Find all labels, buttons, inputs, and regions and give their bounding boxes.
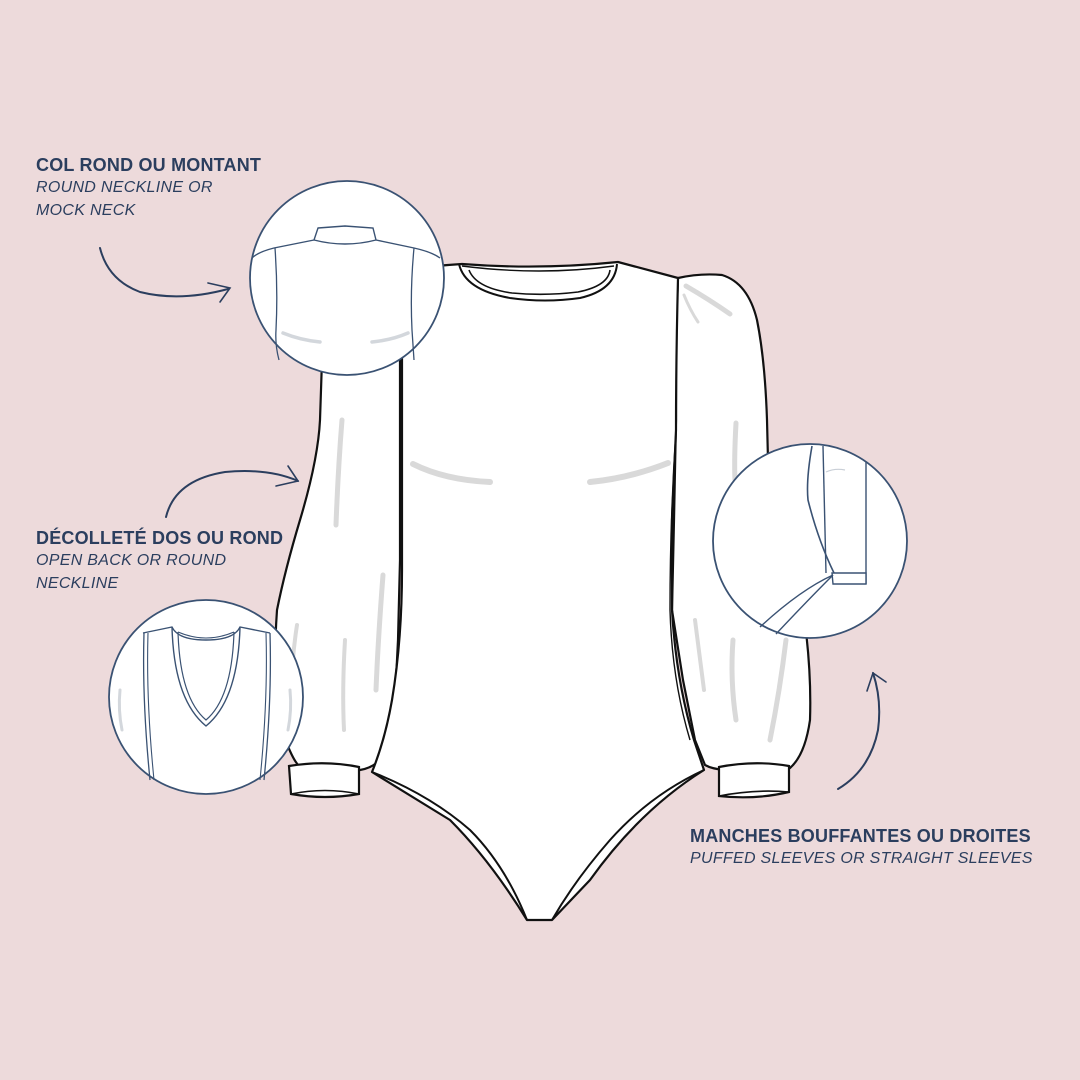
bodysuit-body [370,260,706,922]
annotation-neckline-subtitle-line-2: MOCK NECK [36,202,136,219]
annotation-sleeves-subtitle-line-1: PUFFED SLEEVES OR STRAIGHT SLEEVES [690,850,1033,867]
detail-circle-scoop-neckline [108,599,304,795]
annotation-back: DÉCOLLETÉ DOS OU ROND OPEN BACK OR ROUND… [36,527,283,595]
annotation-back-subtitle-line-2: NECKLINE [36,575,119,592]
annotation-neckline-title: COL ROND OU MONTANT [36,155,262,175]
annotation-sleeves-title: MANCHES BOUFFANTES OU DROITES [690,826,1031,846]
annotation-neckline-subtitle-line-1: ROUND NECKLINE OR [36,179,213,196]
arrow-to-sleeve-detail [837,671,887,790]
detail-circle-mock-neck [249,180,445,376]
annotation-neckline: COL ROND OU MONTANT ROUND NECKLINE OR MO… [36,154,261,222]
annotation-back-subtitle-line-1: OPEN BACK OR ROUND [36,552,227,569]
detail-circle-straight-sleeve [712,443,908,639]
arrow-to-neckline-detail [99,247,232,303]
arrow-to-sleeve-from-back-label [165,465,300,518]
annotation-sleeves: MANCHES BOUFFANTES OU DROITES PUFFED SLE… [690,825,1033,870]
annotation-back-title: DÉCOLLETÉ DOS OU ROND [36,528,284,548]
